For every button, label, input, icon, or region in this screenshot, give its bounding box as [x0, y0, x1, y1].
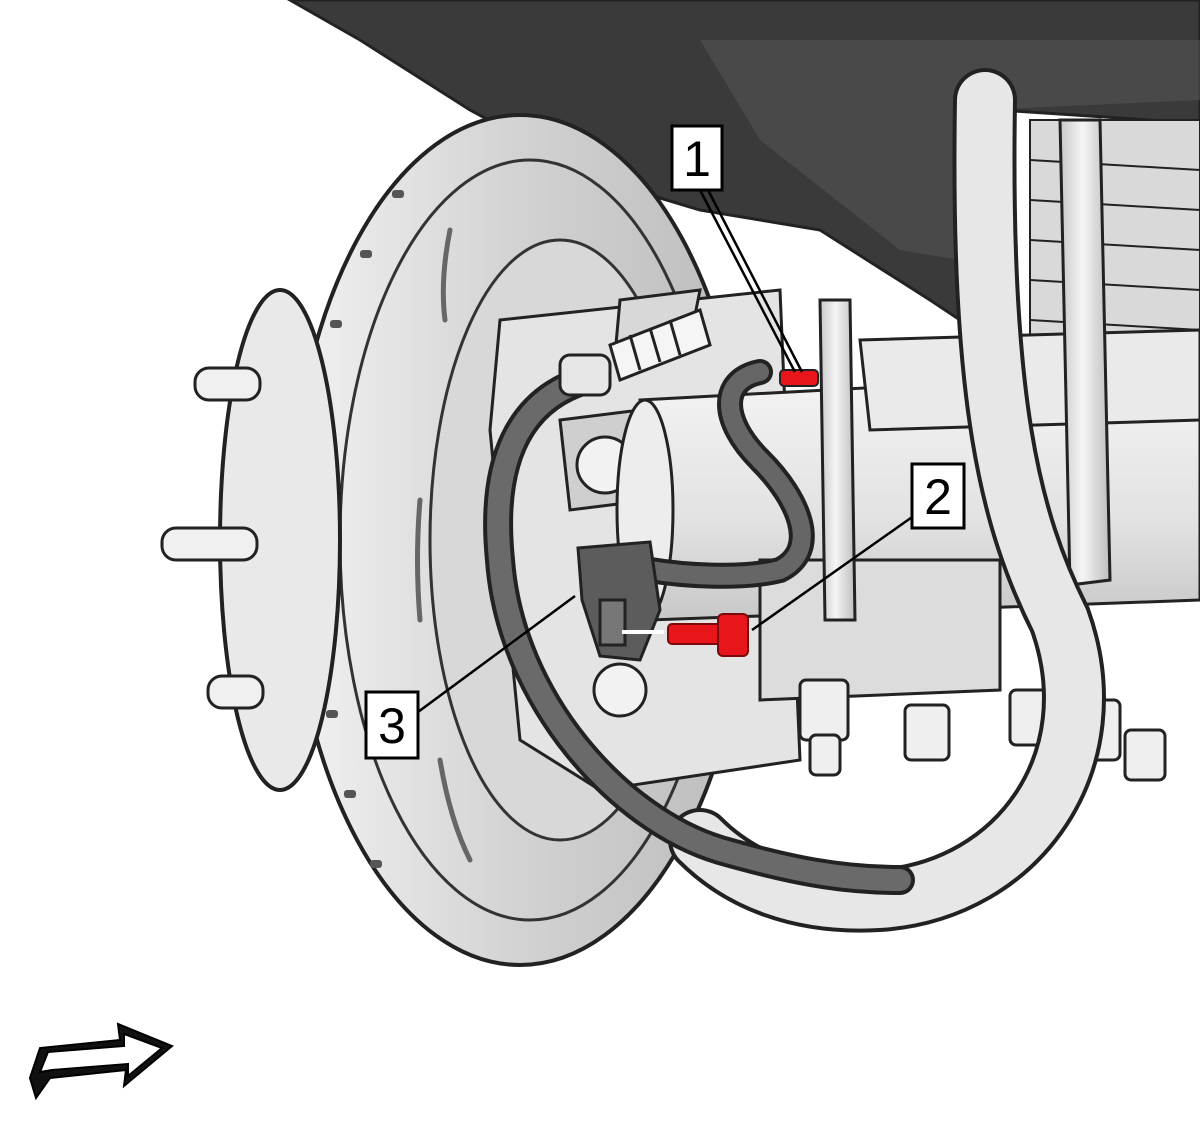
brake-hose: [483, 308, 915, 895]
svg-text:2: 2: [924, 469, 952, 525]
suspension-tube: [818, 118, 1112, 622]
callout-leader-lines: [417, 189, 916, 714]
sensor-bolt-highlight: [667, 613, 749, 657]
wheel-stud: [206, 674, 265, 710]
callout-2: 2: [910, 462, 966, 530]
wheel-speed-sensor: [576, 540, 664, 662]
wheel-stud: [193, 366, 262, 402]
callout-1: 1: [670, 124, 724, 192]
speed-sensor-harness: [637, 359, 815, 589]
callout-3: 3: [364, 690, 420, 760]
svg-text:3: 3: [378, 698, 406, 754]
sensor-connector-highlight: [779, 369, 819, 387]
view-direction-arrow-icon: [28, 1022, 174, 1101]
wheel-hub: [160, 288, 342, 792]
wheel-stud: [160, 526, 259, 562]
svg-text:1: 1: [683, 131, 711, 187]
exhaust-pipe: [668, 68, 1106, 933]
